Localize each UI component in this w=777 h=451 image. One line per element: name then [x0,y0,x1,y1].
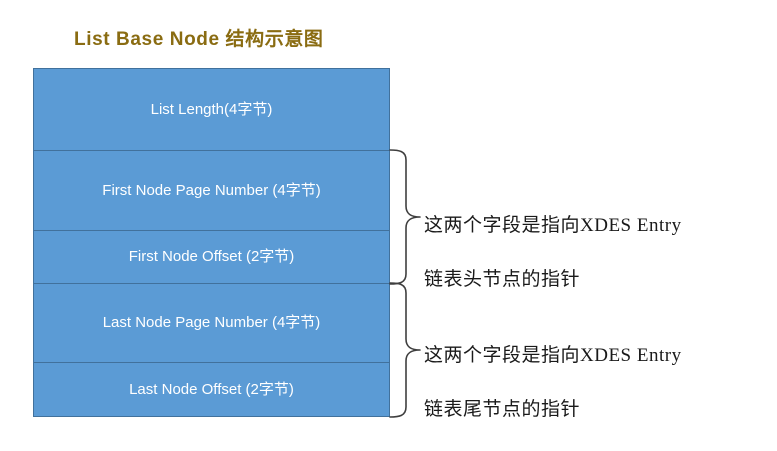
struct-row-last-node-offset: Last Node Offset (2字节) [34,363,389,416]
brace-first-node [389,148,423,286]
struct-row-label: List Length(4字节) [150,100,273,118]
struct-row-list-length: List Length(4字节) [34,69,389,151]
brace-last-node [389,281,423,419]
annotation-line-1: 这两个字段是指向XDES Entry [424,214,682,236]
annotation-line-1: 这两个字段是指向XDES Entry [424,344,682,366]
struct-row-label: Last Node Offset (2字节) [129,380,294,398]
page-title: List Base Node 结构示意图 [74,29,324,50]
annotation-last-node: 这两个字段是指向XDES Entry 链表尾节点的指针 [424,316,682,451]
list-base-node-struct-table: List Length(4字节) First Node Page Number … [33,68,390,417]
struct-row-first-node-offset: First Node Offset (2字节) [34,231,389,284]
annotation-line-2: 链表头节点的指针 [424,268,581,290]
struct-row-label: First Node Offset (2字节) [128,248,295,265]
curly-brace-icon [389,282,421,418]
curly-brace-icon [389,149,421,285]
struct-row-first-node-page-number: First Node Page Number (4字节) [34,151,389,231]
annotation-first-node: 这两个字段是指向XDES Entry 链表头节点的指针 [424,186,682,321]
struct-row-last-node-page-number: Last Node Page Number (4字节) [34,284,389,363]
struct-row-label: Last Node Page Number (4字节) [102,314,321,331]
annotation-line-2: 链表尾节点的指针 [424,398,581,420]
struct-row-label: First Node Page Number (4字节) [102,181,321,199]
